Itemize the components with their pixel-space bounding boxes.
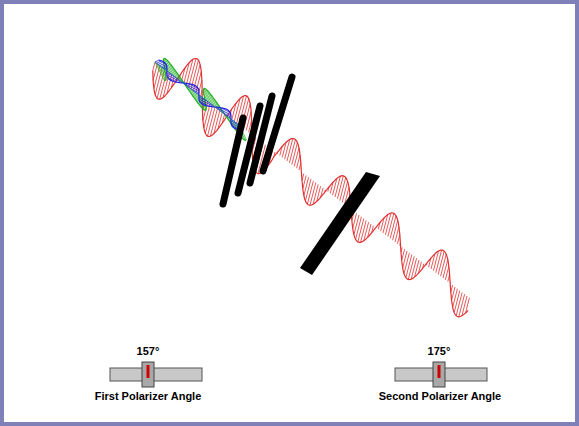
wave-hatch <box>408 256 414 279</box>
wave-hatch <box>388 213 394 236</box>
wave-hatch <box>443 260 448 279</box>
wave-hatch <box>406 255 412 278</box>
wave-hatch <box>436 250 442 273</box>
wave-hatch <box>340 178 346 201</box>
wave-hatch <box>305 179 311 201</box>
wave-hatch <box>310 183 316 206</box>
slider-label: First Polarizer Angle <box>95 390 202 403</box>
first-slider <box>110 362 202 387</box>
wave-hatch <box>294 148 299 167</box>
second-slider <box>395 362 487 387</box>
wave-hatch <box>390 216 396 239</box>
wave-hatch <box>307 181 313 204</box>
wave-hatch <box>287 139 293 162</box>
angle-value: 157° <box>137 345 160 358</box>
wave-hatch <box>297 155 300 168</box>
wave-hatch <box>393 220 398 240</box>
light-waves <box>153 58 470 316</box>
wave-hatch <box>354 215 359 235</box>
wave-hatch <box>199 98 203 100</box>
wave-hatch <box>342 182 347 203</box>
wave-hatch <box>445 266 448 279</box>
wave-hatch <box>459 294 465 317</box>
wave-hatch <box>452 287 455 300</box>
wave-curve <box>153 59 468 317</box>
wave-hatch <box>404 253 409 274</box>
wave-hatch <box>155 60 159 62</box>
wave-hatch <box>356 217 362 240</box>
wave-hatch <box>438 251 444 274</box>
second-polarizer <box>300 172 380 275</box>
wave-hatch <box>456 292 462 315</box>
slider-label: Second Polarizer Angle <box>379 390 501 403</box>
wave-hatch <box>289 140 295 163</box>
angle-value: 175° <box>428 345 451 358</box>
wave-hatch <box>303 175 306 188</box>
wave-hatch <box>210 109 217 136</box>
wave-hatch <box>337 176 343 199</box>
wave-hatch <box>358 219 364 242</box>
wave-hatch <box>153 62 155 71</box>
wave-hatch <box>231 122 235 124</box>
beam-axis <box>155 62 243 128</box>
wave-hatch <box>454 291 460 313</box>
wave-hatch <box>186 59 193 85</box>
wave-hatch <box>246 111 251 130</box>
first-polarizer <box>223 77 292 204</box>
wave-hatch <box>292 143 298 165</box>
wave-hatch <box>441 254 447 276</box>
wave-hatch <box>453 289 458 307</box>
wave-hatch <box>167 74 171 76</box>
wave-hatch <box>304 177 309 195</box>
